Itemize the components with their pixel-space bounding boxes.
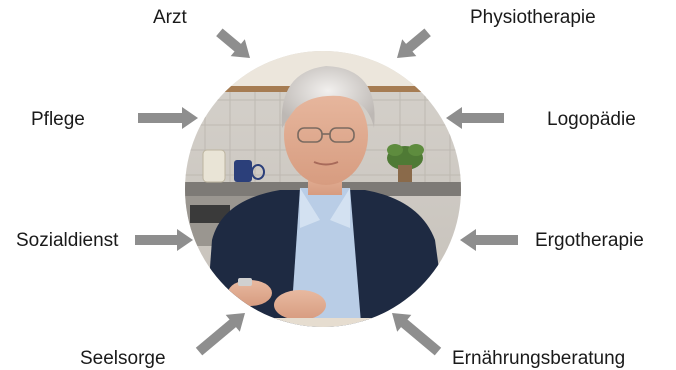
arrow-ernaehrungsberatung (385, 305, 445, 360)
arrow-arzt (212, 24, 257, 67)
arrow-sozialdienst (135, 229, 193, 251)
arrow-pflege (138, 107, 198, 129)
center-photo (180, 45, 470, 338)
arrow-physiotherapie (390, 24, 435, 67)
label-ernaehrungsberatung: Ernährungsberatung (452, 348, 625, 370)
label-ergotherapie: Ergotherapie (535, 230, 644, 252)
label-seelsorge: Seelsorge (80, 348, 166, 370)
label-logopaedie: Logopädie (547, 109, 636, 131)
arrow-seelsorge (192, 305, 252, 360)
label-pflege: Pflege (31, 109, 85, 131)
blue-cup (234, 160, 252, 182)
hand-right (274, 290, 326, 320)
jar (203, 150, 225, 182)
arrow-ergotherapie (460, 229, 518, 251)
label-sozialdienst: Sozialdienst (16, 230, 118, 252)
label-arzt: Arzt (153, 7, 187, 29)
arrow-logopaedie (446, 107, 504, 129)
label-physiotherapie: Physiotherapie (470, 7, 596, 29)
